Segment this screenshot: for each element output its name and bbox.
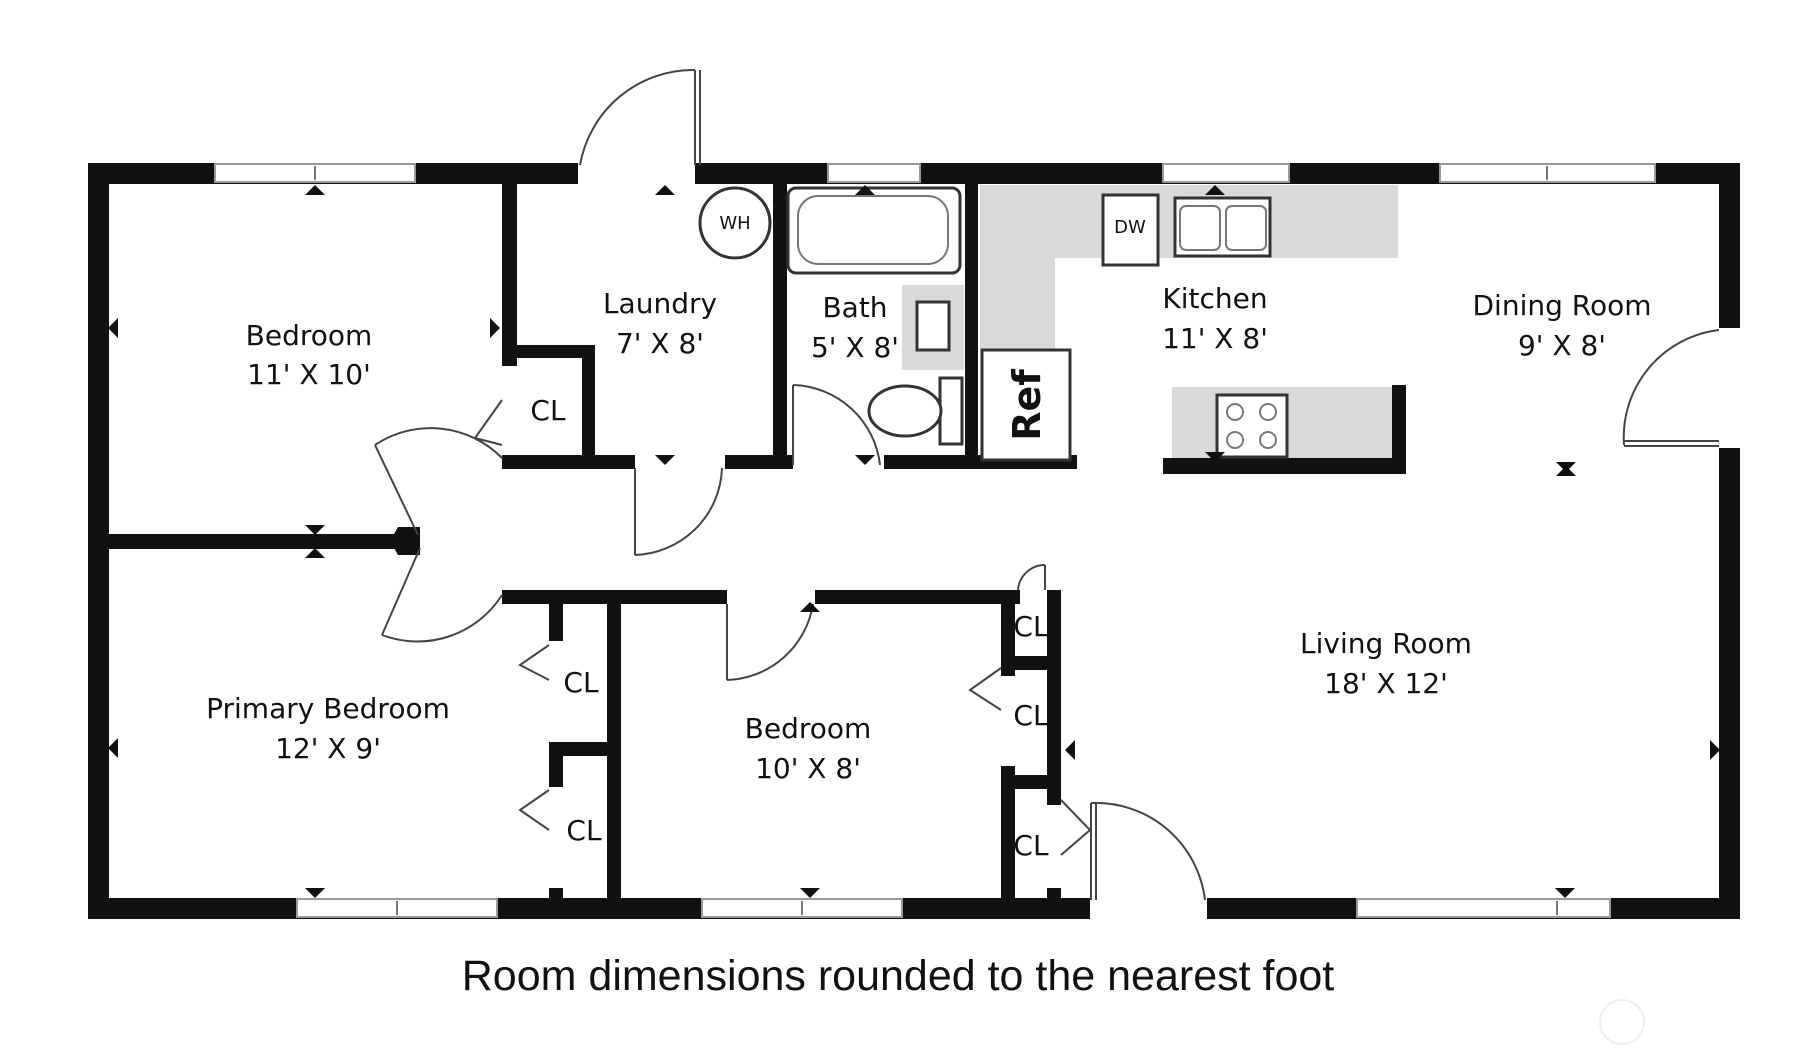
- closet-label: CL: [1013, 829, 1049, 862]
- water-heater-label: WH: [719, 213, 750, 234]
- living-room-dims: 18' X 12': [1324, 667, 1448, 700]
- bedroom-2-name: Bedroom: [745, 712, 872, 745]
- range-icon: [1215, 393, 1289, 459]
- dimensions-caption: Room dimensions rounded to the nearest f…: [462, 952, 1335, 1000]
- toilet-tank-icon: [938, 376, 964, 446]
- kitchen-name: Kitchen: [1162, 282, 1267, 315]
- bedroom-1-name: Bedroom: [246, 319, 373, 352]
- bedroom-1-dims: 11' X 10': [247, 358, 371, 391]
- fixtures: WH DW Ref: [698, 186, 1289, 462]
- dimension-ticks: [108, 185, 1720, 898]
- living-room-name: Living Room: [1300, 627, 1472, 660]
- closet-label: CL: [1013, 610, 1049, 643]
- closet-label: CL: [566, 814, 602, 847]
- bath-dims: 5' X 8': [811, 331, 899, 364]
- dining-room-name: Dining Room: [1472, 289, 1651, 322]
- closet-label: CL: [563, 666, 599, 699]
- dishwasher-icon: [1101, 193, 1160, 267]
- water-heater-icon: [698, 186, 772, 260]
- refrigerator-icon: [980, 348, 1072, 462]
- bedroom-2-dims: 10' X 8': [755, 752, 861, 785]
- windows: [214, 163, 1656, 918]
- bath-name: Bath: [822, 291, 887, 324]
- kitchen-dims: 11' X 8': [1162, 322, 1268, 355]
- laundry-dims: 7' X 8': [616, 327, 704, 360]
- doors: [374, 68, 1740, 919]
- sink-icon: [915, 300, 951, 352]
- bathtub-icon: [786, 186, 962, 275]
- laundry-name: Laundry: [603, 287, 717, 320]
- kitchen-sink-icon: [1173, 196, 1272, 258]
- closet-labels: CL CL CL CL CL CL: [530, 394, 1049, 862]
- watermark-icon: [1599, 999, 1645, 1045]
- closet-label: CL: [1013, 699, 1049, 732]
- dining-room-dims: 9' X 8': [1518, 329, 1606, 362]
- dishwasher-label: DW: [1114, 217, 1146, 238]
- room-labels: Bedroom 11' X 10' Laundry 7' X 8' Bath 5…: [206, 282, 1651, 785]
- primary-bedroom-name: Primary Bedroom: [206, 692, 450, 725]
- closet-label: CL: [530, 394, 566, 427]
- toilet-bowl-icon: [867, 384, 943, 438]
- primary-bedroom-dims: 12' X 9': [275, 732, 381, 765]
- exterior-walls: [88, 163, 1740, 919]
- refrigerator-label: Ref: [1005, 369, 1049, 441]
